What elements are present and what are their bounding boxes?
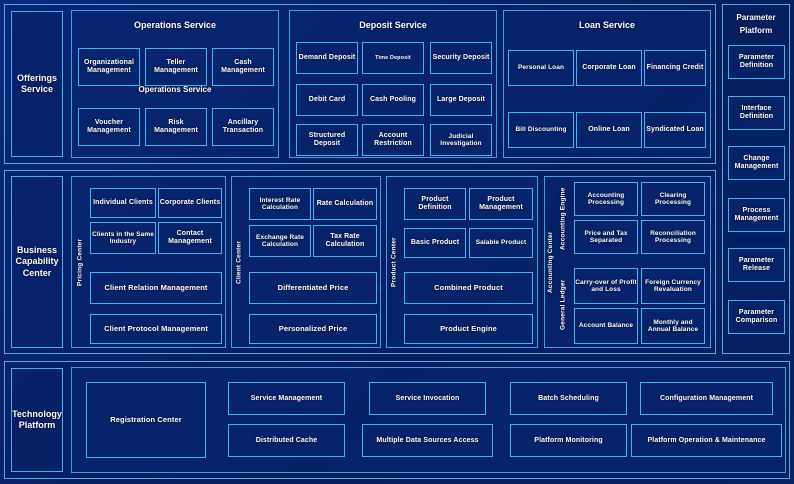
- item-cash-pooling[interactable]: Cash Pooling: [362, 84, 424, 116]
- sidebar-item-parameter-definition[interactable]: Parameter Definition: [728, 45, 785, 79]
- item-basic-product[interactable]: Basic Product: [404, 228, 466, 258]
- item-structured-deposit[interactable]: Structured Deposit: [296, 124, 358, 156]
- item-client-relation-management[interactable]: Client Relation Management: [90, 272, 222, 304]
- item-teller-management[interactable]: Teller Management: [145, 48, 207, 86]
- item-individual-clients[interactable]: Individual Clients: [90, 188, 156, 218]
- item-batch-scheduling[interactable]: Batch Scheduling: [510, 382, 627, 415]
- sidebar-item-interface-definition[interactable]: Interface Definition: [728, 96, 785, 130]
- item-multiple-data-sources-access[interactable]: Multiple Data Sources Access: [362, 424, 493, 457]
- group-vlabel-client-center: Client Center: [235, 240, 243, 284]
- group-title-loan-service: Loan Service: [578, 20, 636, 30]
- item-rate-calculation[interactable]: Rate Calculation: [313, 188, 377, 220]
- item-large-deposit[interactable]: Large Deposit: [430, 84, 492, 116]
- item-corporate-loan[interactable]: Corporate Loan: [576, 50, 642, 86]
- item-reconciliation-processing[interactable]: Reconciliation Processing: [641, 220, 705, 254]
- item-syndicated-loan[interactable]: Syndicated Loan: [644, 112, 706, 148]
- row-label-technology-platform: Technology Platform: [11, 368, 63, 472]
- item-bill-discounting[interactable]: Bill Discounting: [508, 112, 574, 148]
- item-product-engine[interactable]: Product Engine: [404, 314, 533, 344]
- item-debit-card[interactable]: Debit Card: [296, 84, 358, 116]
- item-contact-management[interactable]: Contact Management: [158, 222, 222, 254]
- sidebar-item-change-management[interactable]: Change Management: [728, 146, 785, 180]
- sidebar-title-line1: Parameter: [736, 13, 776, 22]
- item-combined-product[interactable]: Combined Product: [404, 272, 533, 304]
- group-vlabel-accounting-center: Accounting Center: [547, 231, 554, 293]
- sidebar-title-line2: Platform: [739, 26, 773, 35]
- item-voucher-management[interactable]: Voucher Management: [78, 108, 140, 146]
- sidebar-item-process-management[interactable]: Process Management: [728, 198, 785, 232]
- item-registration-center[interactable]: Registration Center: [86, 382, 206, 458]
- group-title-operations-service: Operations Service: [133, 20, 217, 30]
- item-configuration-management[interactable]: Configuration Management: [640, 382, 773, 415]
- item-ancillary-transaction[interactable]: Ancillary Transaction: [212, 108, 274, 146]
- item-exchange-rate-calculation[interactable]: Exchange Rate Calculation: [249, 225, 311, 257]
- item-product-management[interactable]: Product Management: [469, 188, 533, 220]
- item-accounting-processing[interactable]: Accounting Processing: [574, 182, 638, 216]
- item-monthly-and-annual-balance[interactable]: Monthly and Annual Balance: [641, 308, 705, 344]
- item-corporate-clients[interactable]: Corporate Clients: [158, 188, 222, 218]
- item-client-protocol-management[interactable]: Client Protocol Management: [90, 314, 222, 344]
- item-platform-operation-maintenance[interactable]: Platform Operation & Maintenance: [631, 424, 782, 457]
- item-risk-management[interactable]: Risk Management: [145, 108, 207, 146]
- item-service-management[interactable]: Service Management: [228, 382, 345, 415]
- item-personalized-price[interactable]: Personalized Price: [249, 314, 377, 344]
- item-account-restriction[interactable]: Account Restriction: [362, 124, 424, 156]
- item-demand-deposit[interactable]: Demand Deposit: [296, 42, 358, 74]
- item-platform-monitoring[interactable]: Platform Monitoring: [510, 424, 627, 457]
- item-salable-product[interactable]: Salable Product: [469, 228, 533, 258]
- item-interest-rate-calculation[interactable]: Interest Rate Calculation: [249, 188, 311, 220]
- item-product-definition[interactable]: Product Definition: [404, 188, 466, 220]
- group-subtitle-operations-service: Operations Service: [138, 85, 212, 94]
- sidebar-item-parameter-comparison[interactable]: Parameter Comparison: [728, 300, 785, 334]
- item-judicial-investigation[interactable]: Judicial Investigation: [430, 124, 492, 156]
- subgroup-vlabel-general-ledger: General Ledger: [559, 279, 567, 331]
- group-vlabel-pricing-center: Pricing Center: [76, 238, 84, 286]
- group-title-deposit-service: Deposit Service: [359, 20, 427, 30]
- item-cash-management[interactable]: Cash Management: [212, 48, 274, 86]
- item-differentiated-price[interactable]: Differentiated Price: [249, 272, 377, 304]
- item-account-balance[interactable]: Account Balance: [574, 308, 638, 344]
- item-time-deposit[interactable]: Time Deposit: [362, 42, 424, 74]
- row-label-business-capability-center: Business Capability Center: [11, 176, 63, 348]
- item-online-loan[interactable]: Online Loan: [576, 112, 642, 148]
- group-vlabel-product-center: Product Center: [390, 237, 398, 287]
- item-clients-same-industry[interactable]: Clients in the Same Industry: [90, 222, 156, 254]
- item-distributed-cache[interactable]: Distributed Cache: [228, 424, 345, 457]
- item-tax-rate-calculation[interactable]: Tax Rate Calculation: [313, 225, 377, 257]
- item-service-invocation[interactable]: Service Invocation: [369, 382, 486, 415]
- subgroup-vlabel-accounting-engine: Accounting Engine: [559, 187, 567, 251]
- row-label-offerings-service: Offerings Service: [11, 11, 63, 157]
- item-carry-over-profit-and-loss[interactable]: Carry-over of Profit and Loss: [574, 268, 638, 304]
- item-price-and-tax-separated[interactable]: Price and Tax Separated: [574, 220, 638, 254]
- item-security-deposit[interactable]: Security Deposit: [430, 42, 492, 74]
- sidebar-item-parameter-release[interactable]: Parameter Release: [728, 248, 785, 282]
- item-organizational-management[interactable]: Organizational Management: [78, 48, 140, 86]
- item-personal-loan[interactable]: Personal Loan: [508, 50, 574, 86]
- item-foreign-currency-revaluation[interactable]: Foreign Currency Revaluation: [641, 268, 705, 304]
- item-financing-credit[interactable]: Financing Credit: [644, 50, 706, 86]
- item-clearing-processing[interactable]: Clearing Processing: [641, 182, 705, 216]
